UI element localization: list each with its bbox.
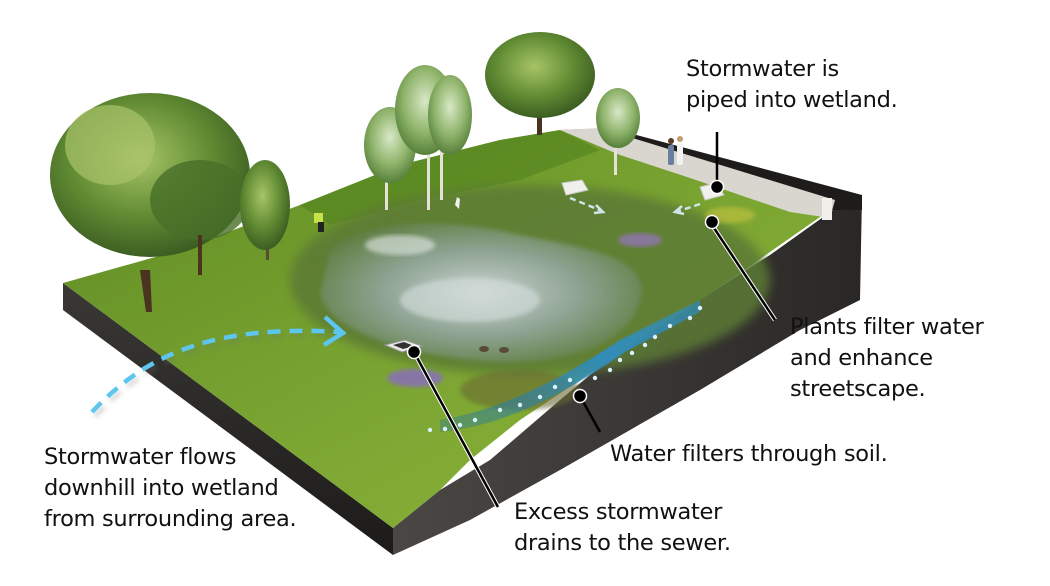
inlet-pipe-left [561, 179, 606, 215]
flowers-purple [387, 369, 443, 387]
annotation-line: piped into wetland. [686, 87, 898, 113]
annotation-line: and enhance [790, 345, 933, 371]
annotation-line: Stormwater flows [44, 444, 237, 470]
hill-highlight [300, 130, 600, 225]
small-tree-left [198, 160, 290, 275]
annotation-line: Excess stormwater [514, 499, 723, 525]
flowers-purple-2 [618, 233, 662, 247]
leader-excess-dot [406, 344, 422, 360]
annotation-filters-through-soil: Water filters through soil. [610, 439, 888, 470]
sidewalk-curb [822, 198, 832, 220]
flow-arrow-path [90, 328, 341, 414]
annotation-flows-downhill: Stormwater flows downhill into wetland f… [44, 442, 297, 535]
heron [455, 197, 460, 209]
annotation-line: Plants filter water [790, 314, 984, 340]
sidewalk [560, 128, 835, 218]
annotation-line: Stormwater is [686, 56, 839, 82]
infiltration-dots [427, 305, 703, 433]
pedestrians [668, 136, 683, 165]
worker [314, 213, 324, 232]
annotation-plants-filter: Plants filter water and enhance streetsc… [790, 312, 984, 405]
annotation-line: downhill into wetland [44, 475, 279, 501]
pond-reflection-2 [365, 235, 435, 255]
reeds [460, 370, 580, 410]
annotation-excess-to-sewer: Excess stormwater drains to the sewer. [514, 497, 731, 559]
leader-lines [406, 132, 777, 509]
slab-soil-left-side [63, 283, 393, 555]
oak-top [485, 32, 595, 135]
leader-soil-dot [572, 388, 588, 404]
infiltration-band [440, 300, 700, 432]
annotation-line: drains to the sewer. [514, 530, 731, 556]
birch-cluster [364, 65, 472, 210]
flow-arrow-head [322, 315, 347, 347]
annotation-line: Water filters through soil. [610, 441, 888, 467]
large-tree-left [50, 93, 250, 312]
annotation-line: streetscape. [790, 376, 926, 402]
leader-plants-dot [704, 214, 720, 230]
annotation-piped-into-wetland: Stormwater is piped into wetland. [686, 54, 898, 116]
leader-piped-dot [709, 179, 725, 195]
stormwater-flow-arrow [90, 315, 347, 418]
birch-right [596, 88, 640, 175]
pond-reflection [400, 278, 540, 322]
ducks [479, 346, 509, 353]
annotation-line: from surrounding area. [44, 506, 297, 532]
